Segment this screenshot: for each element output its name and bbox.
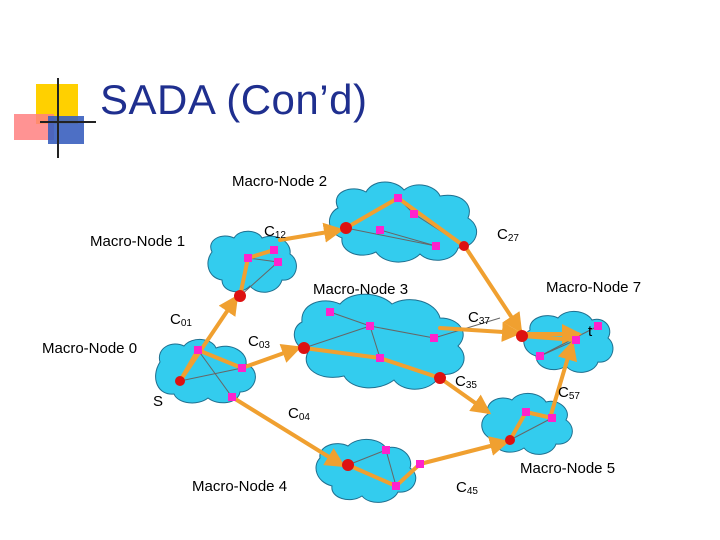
label-c57: C57 bbox=[558, 384, 580, 402]
cloud-macro-node-3 bbox=[293, 293, 465, 390]
label-macro-node-2: Macro-Node 2 bbox=[232, 173, 327, 190]
label-c37: C37 bbox=[468, 309, 490, 327]
cloud-macro-node-0 bbox=[155, 339, 256, 404]
label-macro-node-5: Macro-Node 5 bbox=[520, 460, 615, 477]
label-macro-node-1: Macro-Node 1 bbox=[90, 233, 185, 250]
pink-nodes bbox=[194, 194, 602, 490]
arrow-c04 bbox=[230, 395, 346, 468]
label-c35: C35 bbox=[455, 373, 477, 391]
arrow-c45 bbox=[418, 436, 510, 466]
label-c04: C04 bbox=[288, 405, 310, 423]
label-source-s: S bbox=[153, 393, 163, 410]
arrow-c27 bbox=[464, 246, 523, 334]
label-c27: C27 bbox=[497, 226, 519, 244]
arrow-c03 bbox=[240, 343, 302, 370]
label-c01: C01 bbox=[170, 311, 192, 329]
label-macro-node-4: Macro-Node 4 bbox=[192, 478, 287, 495]
label-c12: C12 bbox=[264, 223, 286, 241]
arrow-c01 bbox=[178, 294, 239, 383]
label-macro-node-0: Macro-Node 0 bbox=[42, 340, 137, 357]
label-macro-node-7: Macro-Node 7 bbox=[546, 279, 641, 296]
label-c03: C03 bbox=[248, 333, 270, 351]
arrow-c12 bbox=[278, 222, 344, 243]
label-c45: C45 bbox=[456, 479, 478, 497]
arrow-c57 bbox=[548, 340, 578, 420]
cloud-macro-node-2 bbox=[329, 181, 478, 263]
red-nodes bbox=[175, 222, 528, 471]
arrow-c35 bbox=[438, 376, 492, 415]
page-title: SADA (Con’d) bbox=[100, 76, 368, 123]
arrow-c37 bbox=[438, 321, 522, 342]
orange-inter-paths bbox=[178, 222, 582, 468]
label-target-t: t bbox=[588, 323, 593, 340]
label-macro-node-3: Macro-Node 3 bbox=[313, 281, 408, 298]
